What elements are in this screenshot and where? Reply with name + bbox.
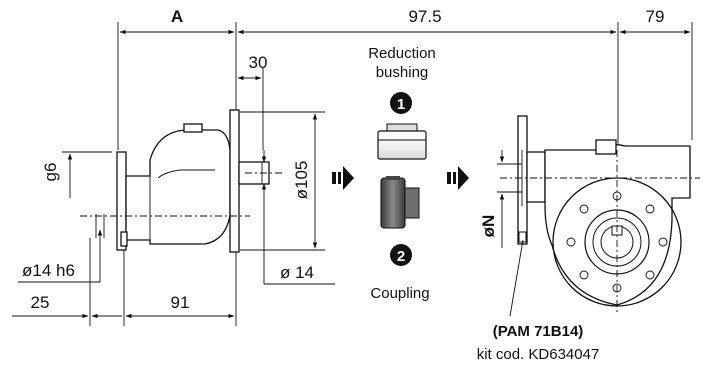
pam-leader-line xyxy=(509,239,524,317)
badge-1: 1 xyxy=(390,92,412,114)
reduction-bushing-part xyxy=(377,123,427,160)
dimension-g6-label: g6 xyxy=(41,163,60,182)
flow-arrow-2 xyxy=(447,166,469,190)
dimension-n-label: øN xyxy=(479,215,498,238)
dimension-91-label: 91 xyxy=(171,293,190,312)
svg-text:2: 2 xyxy=(397,248,405,265)
coupling-part xyxy=(380,176,420,229)
coupling-label: Coupling xyxy=(370,285,429,302)
dimension-79-label: 79 xyxy=(646,7,665,26)
badge-2: 2 xyxy=(390,244,412,266)
kit-code-label: kit cod. KD634047 xyxy=(477,346,600,363)
dimension-97-5-label: 97.5 xyxy=(408,7,441,26)
flow-arrow-1 xyxy=(332,166,354,190)
reduction-bushing-label-line2: bushing xyxy=(376,64,429,81)
dimension-a-label: A xyxy=(171,7,183,26)
gearbox xyxy=(500,115,700,315)
dimension-14-lines xyxy=(261,150,335,285)
dimension-25-label: 25 xyxy=(31,293,50,312)
dimension-14-label: ø 14 xyxy=(280,263,314,282)
dimension-105-label: ø105 xyxy=(292,161,311,200)
dimension-14h6-lines xyxy=(18,214,105,283)
adapter-side-view xyxy=(80,109,285,253)
dimension-14h6-label: ø14 h6 xyxy=(22,261,75,280)
dimension-25-91-lines xyxy=(12,238,237,326)
dimension-30-label: 30 xyxy=(249,53,268,72)
svg-text:1: 1 xyxy=(397,96,405,113)
dimension-n-lines xyxy=(497,150,522,248)
pam-label: (PAM 71B14) xyxy=(493,323,584,340)
dimension-g6-lines xyxy=(62,151,112,198)
dimension-105-lines xyxy=(240,111,325,251)
top-dimension-lines xyxy=(117,22,693,160)
reduction-bushing-label-line1: Reduction xyxy=(368,45,436,62)
dimension-30-lines xyxy=(237,68,264,150)
